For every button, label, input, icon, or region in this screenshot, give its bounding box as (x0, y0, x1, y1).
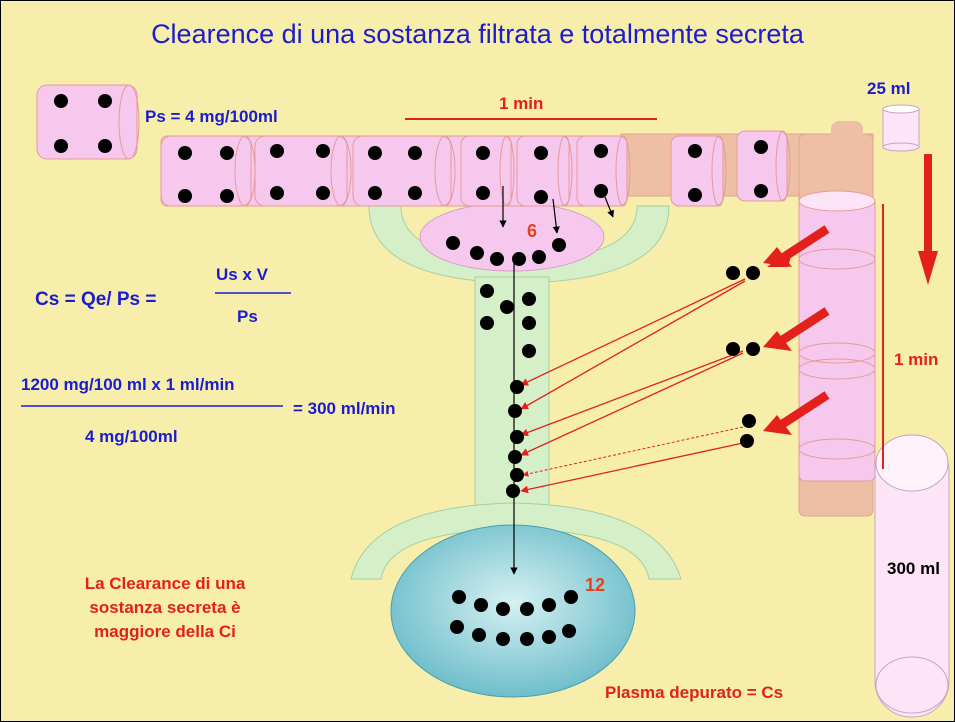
volume-300-label: 300 ml (887, 559, 940, 578)
note-line-1: La Clearance di una (84, 574, 246, 593)
down-arrow (918, 154, 938, 285)
glomerulus (419, 202, 605, 272)
calc-result: = 300 ml/min (293, 399, 396, 418)
note-line-2: sostanza secreta è (89, 598, 241, 617)
urine-count: 12 (585, 575, 606, 595)
secretion-lines (520, 278, 746, 494)
collecting-band (350, 502, 682, 580)
particles (54, 94, 768, 646)
urine-bowl (390, 524, 636, 698)
formula-lhs: Cs = Qe/ Ps = (35, 289, 157, 310)
calc-denominator: 4 mg/100ml (85, 427, 178, 446)
one-min-top-label: 1 min (499, 94, 544, 113)
cylinder-300ml (874, 434, 950, 718)
calc-numerator: 1200 mg/100 ml x 1 ml/min (21, 375, 235, 394)
filtered-count: 6 (527, 221, 538, 241)
secretion-big-arrows (763, 225, 830, 435)
formula-denominator: Ps (237, 307, 258, 326)
one-min-right-label: 1 min (894, 350, 939, 369)
ps-label: Ps = 4 mg/100ml (145, 107, 278, 126)
tubule (474, 276, 550, 518)
cup-25ml (882, 104, 920, 152)
page-title: Clearence di una sostanza filtrata e tot… (151, 19, 804, 49)
plasma-column (798, 190, 876, 482)
formula-numerator: Us x V (216, 265, 268, 284)
footer-label: Plasma depurato = Cs (605, 683, 784, 702)
volume-25-label: 25 ml (867, 79, 911, 98)
note-line-3: maggiore della Ci (94, 622, 236, 641)
